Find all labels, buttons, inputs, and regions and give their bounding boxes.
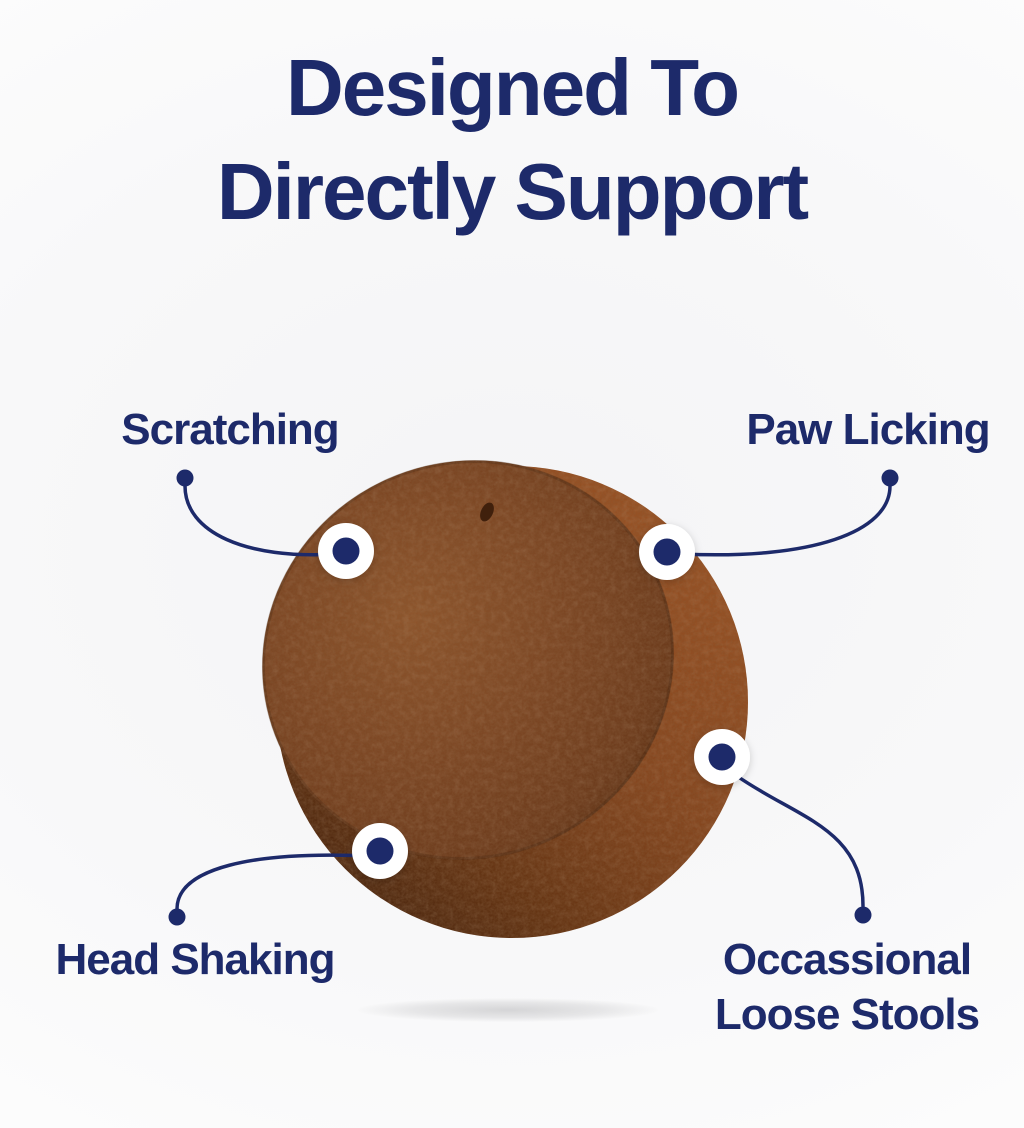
- callout-label-head-shaking: Head Shaking: [55, 935, 336, 984]
- page-title: Designed To Directly Support: [0, 36, 1024, 244]
- connector-endpoint-dot-head-shaking: [168, 908, 186, 926]
- callout-label-loose-stools: Occassional Loose Stools: [714, 935, 980, 1039]
- chew-body: [260, 455, 748, 938]
- connector-endpoint-dot-paw-licking: [881, 469, 899, 487]
- soft-chew-image: [260, 455, 748, 938]
- connector-endpoint-dot-loose-stools: [854, 906, 872, 924]
- chew-drop-shadow: [358, 998, 658, 1022]
- chew-dimple: [480, 502, 494, 522]
- connector-endpoint-dot-scratching: [176, 469, 194, 487]
- callout-label-paw-licking: Paw Licking: [746, 405, 990, 454]
- title-line-1: Designed To: [285, 43, 740, 132]
- callout-label-scratching: Scratching: [121, 405, 339, 454]
- title-line-2: Directly Support: [216, 147, 809, 236]
